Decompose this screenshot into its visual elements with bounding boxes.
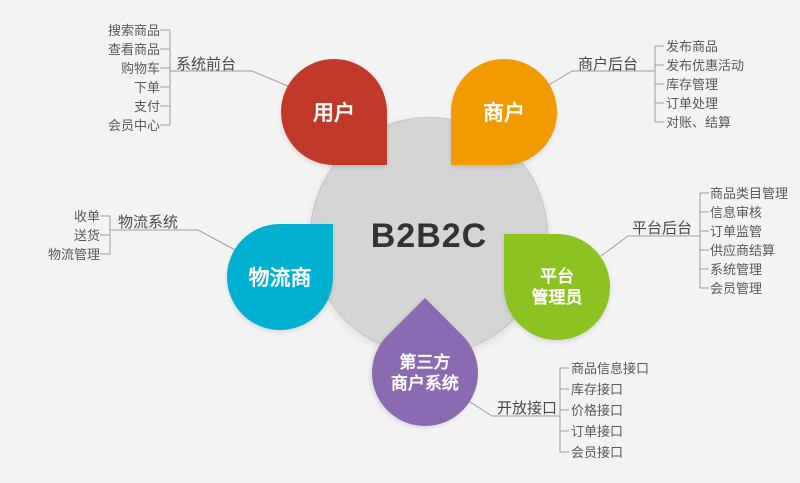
list-item: 收单 <box>73 209 100 224</box>
petal-third-party-label: 第三方 商户系统 <box>391 352 459 393</box>
group-items-platform-backend: 商品类目管理 信息审核 订单监管 供应商结算 系统管理 会员管理 <box>710 184 800 298</box>
group-label-logistics-system: 物流系统 <box>118 214 179 231</box>
center-label: B2B2C <box>370 216 488 255</box>
list-item: 订单监管 <box>710 224 763 239</box>
petal-third-party-inner: 第三方 商户系统 <box>372 352 478 395</box>
list-item: 系统管理 <box>710 262 763 277</box>
list-item: 送货 <box>73 228 100 243</box>
petal-user: 用户 <box>281 59 387 165</box>
list-item: 购物车 <box>120 61 160 76</box>
group-label-platform-backend: 平台后台 <box>632 220 693 237</box>
group-items-system-frontend: 搜索商品 查看商品 购物车 下单 支付 会员中心 <box>40 21 160 135</box>
list-item: 库存接口 <box>571 382 624 397</box>
petal-platform-admin: 平台 管理员 <box>504 234 610 340</box>
group-items-logistics-system: 收单 送货 物流管理 <box>20 207 100 264</box>
list-item: 价格接口 <box>571 403 624 418</box>
group-label-merchant-backend: 商户后台 <box>578 56 639 73</box>
list-item: 物流管理 <box>47 247 100 262</box>
group-items-merchant-backend: 发布商品 发布优惠活动 库存管理 订单处理 对账、结算 <box>666 37 796 132</box>
list-item: 商品类目管理 <box>710 186 789 201</box>
list-item: 订单接口 <box>571 424 624 439</box>
list-item: 信息审核 <box>710 205 763 220</box>
list-item: 商品信息接口 <box>571 361 650 376</box>
list-item: 供应商结算 <box>710 243 776 258</box>
petal-merchant: 商户 <box>451 59 557 165</box>
petal-merchant-label: 商户 <box>483 102 525 125</box>
list-item: 发布商品 <box>666 39 719 54</box>
list-item: 下单 <box>133 80 160 95</box>
list-item: 库存管理 <box>666 77 719 92</box>
connector-line <box>600 235 700 257</box>
list-item: 搜索商品 <box>107 23 160 38</box>
petal-user-label: 用户 <box>313 102 355 125</box>
list-item: 对账、结算 <box>666 115 732 130</box>
list-item: 支付 <box>133 99 160 114</box>
list-item: 查看商品 <box>107 42 160 57</box>
list-item: 发布优惠活动 <box>666 58 745 73</box>
connector-line <box>110 229 238 252</box>
list-item: 会员中心 <box>107 118 160 133</box>
group-label-system-frontend: 系统前台 <box>176 56 237 73</box>
petal-platform-admin-label: 平台 管理员 <box>531 266 583 307</box>
list-item: 订单处理 <box>666 96 719 111</box>
group-items-open-api: 商品信息接口 库存接口 价格接口 订单接口 会员接口 <box>571 358 701 463</box>
list-item: 会员接口 <box>571 445 624 460</box>
petal-logistics-provider: 物流商 <box>227 224 333 330</box>
group-label-open-api: 开放接口 <box>497 400 558 417</box>
petal-logistics-label: 物流商 <box>248 267 312 290</box>
list-item: 会员管理 <box>710 281 763 296</box>
